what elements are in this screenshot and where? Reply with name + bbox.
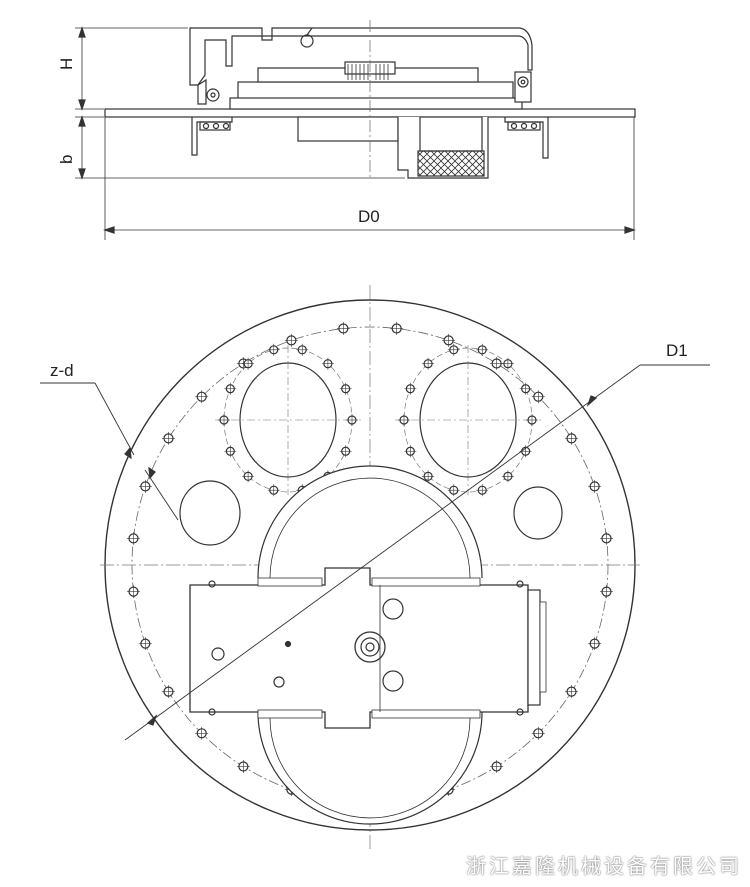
lower-valve-hole: [382, 670, 404, 692]
right-clamp-block: [507, 121, 541, 131]
zd-leader-line: [94, 382, 135, 456]
left-clamp-bolt: [222, 122, 230, 130]
d1-dimension-line: [124, 364, 641, 741]
frame-rivet: [516, 708, 524, 716]
upper-valve-hole: [382, 598, 404, 620]
left-sight-port: [215, 343, 361, 497]
latch-pin: [300, 34, 314, 48]
upper-left-rail: [257, 577, 323, 587]
left-pin-hole: [273, 676, 285, 688]
left-bracket: [191, 117, 233, 156]
right-clamp-bolt: [530, 122, 538, 130]
lid-flange: [229, 97, 523, 110]
right-sight-port: [395, 343, 541, 497]
hinge-arm: [189, 27, 533, 86]
d0-arrows: [103, 226, 636, 234]
left-clamp-bolt: [202, 122, 210, 130]
right-opening: [513, 486, 563, 540]
right-port-bolts: [398, 343, 538, 497]
latch-pin-stem: [306, 27, 313, 36]
hinge-lug-left: [197, 78, 207, 105]
right-bracket: [504, 117, 549, 159]
left-clamp-block: [199, 121, 231, 131]
left-opening: [179, 480, 241, 546]
hinge-pivot-left: [206, 88, 220, 102]
right-hinge-strip: [527, 589, 541, 706]
lid-upper-inner: [269, 477, 471, 579]
lid-upper-half: [257, 465, 483, 579]
left-marker-dot: [284, 640, 292, 648]
center-hub-outer: [354, 631, 386, 663]
d1-arrows: [146, 395, 598, 726]
frame-rivet: [516, 580, 524, 588]
right-clamp-bolt: [510, 122, 518, 130]
side-view: H b D0: [57, 20, 636, 240]
label-D0: D0: [358, 207, 380, 226]
neck-ring: [297, 116, 399, 142]
outer-bolt-holes: [126, 321, 614, 809]
lid-lower-inner: [269, 717, 471, 819]
label-b: b: [57, 155, 76, 164]
flame-arrester-mesh: [417, 150, 485, 177]
hinge-pivot-right: [517, 76, 529, 88]
lower-right-rail: [371, 709, 481, 719]
h-arrows: [78, 26, 86, 111]
hinge-pivot-right-pin: [520, 79, 526, 85]
frame-rivet: [208, 580, 216, 588]
lid-lower-half: [257, 711, 483, 825]
frame-rivet: [208, 708, 216, 716]
label-z-d: z-d: [50, 361, 74, 380]
right-clamp-bolt: [520, 122, 528, 130]
zd-arrows: [124, 446, 156, 480]
upper-right-rail: [371, 577, 481, 587]
company-watermark: 浙江嘉隆机械设备有限公司: [466, 854, 742, 878]
plan-view: D1 z-d: [40, 285, 710, 850]
spring-coil: [347, 64, 389, 80]
label-H: H: [57, 58, 76, 70]
left-clamp-bolt: [212, 122, 220, 130]
b-arrows: [78, 115, 86, 180]
center-hub-bore: [365, 642, 375, 652]
center-hub-inner: [360, 637, 380, 657]
hinge-pivot-left-pin: [210, 92, 216, 98]
mechanism-frame: [189, 567, 529, 729]
label-D1: D1: [666, 341, 688, 360]
left-small-hole: [211, 647, 225, 661]
lower-left-rail: [257, 709, 323, 719]
right-hinge-pin: [539, 601, 547, 693]
